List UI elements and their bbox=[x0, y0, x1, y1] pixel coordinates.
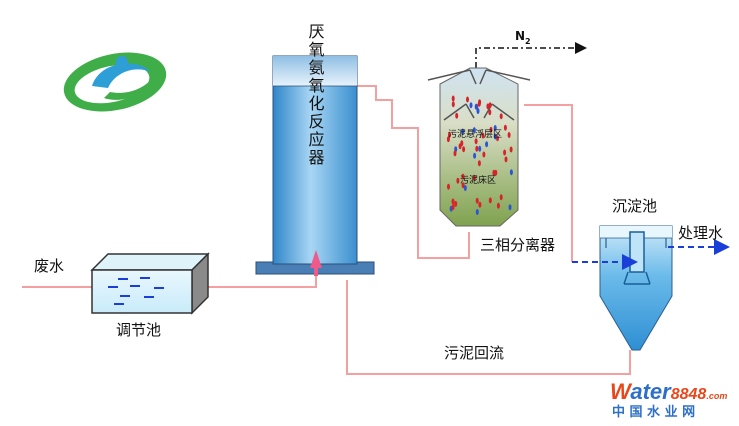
inflow-arrow-icon bbox=[310, 250, 322, 268]
sludge-particle bbox=[474, 138, 478, 145]
sludge-particle bbox=[478, 201, 482, 208]
sludge-particle bbox=[446, 136, 450, 143]
sludge-particle bbox=[447, 183, 450, 190]
sludge-particle bbox=[485, 141, 489, 148]
sludge-return-pipe bbox=[346, 280, 631, 375]
sludge-particle bbox=[462, 146, 466, 153]
sludge-particle bbox=[508, 204, 512, 211]
sludge-suspension-zone-label: 污泥悬浮层区 bbox=[448, 128, 502, 140]
watermark-brand: Water8848.com bbox=[610, 379, 727, 404]
sludge-particle bbox=[482, 151, 486, 158]
sludge-particle bbox=[503, 149, 507, 156]
sludge-particle bbox=[486, 103, 490, 110]
sludge-particle bbox=[451, 101, 455, 108]
sludge-particle bbox=[492, 169, 496, 176]
wastewater-label: 废水 bbox=[34, 257, 64, 275]
sedimentation-tank bbox=[599, 225, 673, 351]
treated-water-label: 处理水 bbox=[678, 224, 723, 242]
sludge-particle bbox=[456, 177, 460, 184]
separator-to-sedimentation-pipe bbox=[524, 104, 573, 262]
sludge-return-label: 污泥回流 bbox=[444, 344, 504, 362]
sludge-particle bbox=[460, 140, 464, 147]
reactor-label: 厌氧氨氧化反应器 bbox=[306, 23, 325, 167]
sludge-particle bbox=[472, 127, 476, 134]
three-phase-separator: 污泥悬浮层区 污泥床区 bbox=[427, 67, 531, 227]
n2-label: N2 bbox=[515, 29, 531, 46]
logo-icon bbox=[63, 52, 167, 112]
sludge-particle bbox=[499, 113, 503, 120]
sludge-particle bbox=[472, 174, 476, 181]
n2-outlet bbox=[475, 42, 587, 68]
anammox-reactor bbox=[255, 55, 375, 276]
sludge-particle bbox=[461, 128, 465, 135]
sludge-particle bbox=[507, 132, 511, 138]
sludge-particle bbox=[504, 156, 508, 163]
sludge-particle bbox=[503, 124, 507, 131]
sludge-particle bbox=[509, 146, 513, 153]
sludge-particle bbox=[451, 204, 455, 211]
sludge-particle bbox=[474, 103, 478, 110]
sludge-particle bbox=[488, 109, 492, 116]
sludge-particle bbox=[476, 108, 480, 114]
sludge-particle bbox=[453, 150, 457, 157]
sludge-particle bbox=[475, 209, 479, 215]
sludge-particle bbox=[493, 133, 497, 140]
sludge-particle bbox=[469, 102, 473, 109]
watermark: Water8848.com 中 国 水 业 网 bbox=[610, 379, 727, 420]
sludge-particle bbox=[509, 169, 513, 176]
sludge-particle bbox=[499, 194, 503, 201]
separator-label: 三相分离器 bbox=[480, 236, 555, 254]
sludge-particle bbox=[473, 152, 477, 159]
sludge-particle bbox=[488, 197, 492, 204]
sludge-particle bbox=[489, 126, 493, 133]
sludge-particle bbox=[475, 145, 479, 152]
equalization-tank-label: 调节池 bbox=[116, 321, 161, 339]
sedimentation-tank-label: 沉淀池 bbox=[612, 197, 657, 215]
sludge-particle bbox=[496, 202, 500, 209]
sludge-particles bbox=[446, 95, 513, 215]
sludge-particle bbox=[477, 100, 481, 107]
sludge-particle bbox=[466, 96, 469, 103]
sludge-particle bbox=[451, 198, 455, 205]
sludge-particle bbox=[481, 132, 485, 139]
sludge-particle bbox=[461, 182, 465, 189]
equalization-tank bbox=[90, 252, 210, 315]
sludge-particle bbox=[477, 160, 481, 167]
sludge-particle bbox=[461, 173, 465, 180]
sludge-particle bbox=[475, 197, 479, 204]
sludge-particle bbox=[478, 145, 482, 152]
sludge-particle bbox=[451, 95, 455, 102]
sludge-particle bbox=[455, 112, 459, 119]
sludge-bed-zone-label: 污泥床区 bbox=[460, 174, 496, 186]
reactor-to-separator-pipe bbox=[357, 85, 470, 259]
sludge-particle bbox=[493, 125, 497, 131]
sludge-particle bbox=[454, 200, 458, 207]
sludge-particle bbox=[463, 185, 467, 191]
watermark-cn: 中 国 水 业 网 bbox=[612, 404, 695, 420]
